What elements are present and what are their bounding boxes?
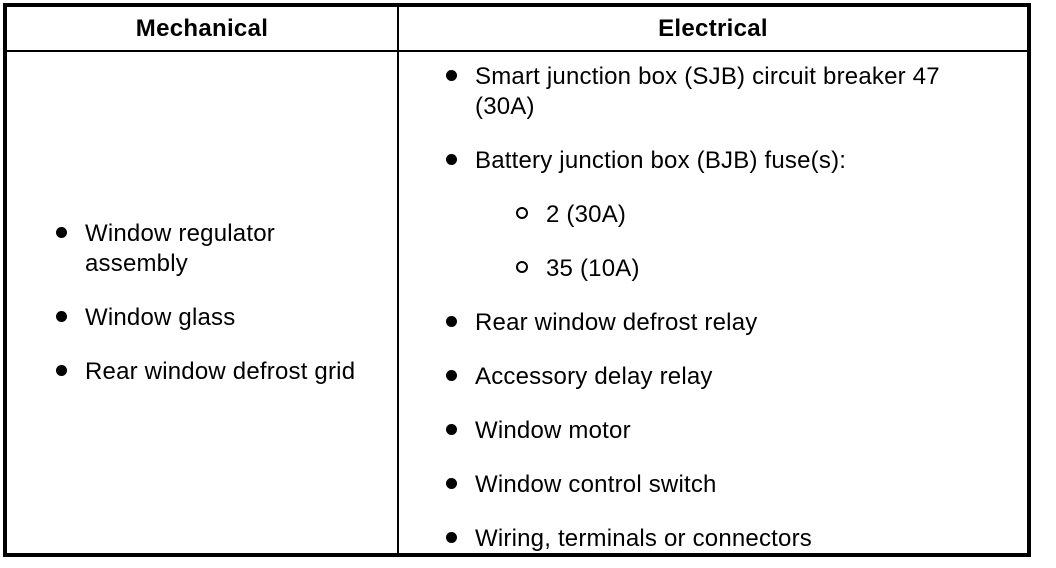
column-header-electrical: Electrical xyxy=(658,15,768,42)
list-subitem-fuse-35: 35 (10A) xyxy=(399,254,1027,284)
list-item-accessory-delay-relay: Accessory delay relay xyxy=(399,362,1027,392)
list-item-label: Smart junction box (SJB) circuit breaker… xyxy=(475,63,940,120)
list-item-label: 2 (30A) xyxy=(546,201,627,228)
list-item-label: Accessory delay relay xyxy=(475,363,713,390)
filled-bullet-icon xyxy=(446,316,457,327)
filled-bullet-icon xyxy=(446,478,457,489)
list-item-wiring-terminals-connectors: Wiring, terminals or connectors xyxy=(399,524,1027,554)
list-item-window-control-switch: Window control switch xyxy=(399,470,1027,500)
filled-bullet-icon xyxy=(446,154,457,165)
list-item-label: Battery junction box (BJB) fuse(s): xyxy=(475,147,847,174)
list-item-bjb-fuses: Battery junction box (BJB) fuse(s): xyxy=(399,146,1027,176)
list-item-rear-window-defrost-relay: Rear window defrost relay xyxy=(399,308,1027,338)
table-body-row: Window regulator assembly Window glass R… xyxy=(7,52,1027,554)
list-item-label: Rear window defrost relay xyxy=(475,309,758,336)
list-item-label: Wiring, terminals or connectors xyxy=(475,525,812,552)
list-item-window-regulator-assembly: Window regulator assembly xyxy=(7,219,397,279)
filled-bullet-icon xyxy=(446,70,457,81)
list-item-label: Window motor xyxy=(475,417,631,444)
list-item-window-motor: Window motor xyxy=(399,416,1027,446)
list-subitem-fuse-2: 2 (30A) xyxy=(399,200,1027,230)
electrical-cell: Smart junction box (SJB) circuit breaker… xyxy=(399,52,1027,554)
column-header-mechanical: Mechanical xyxy=(7,7,399,50)
table-header-row: Mechanical Electrical xyxy=(7,7,1027,52)
list-item-sjb-circuit-breaker: Smart junction box (SJB) circuit breaker… xyxy=(399,62,1027,122)
filled-bullet-icon xyxy=(446,370,457,381)
mechanical-cell: Window regulator assembly Window glass R… xyxy=(7,52,399,554)
list-item-label: Window regulator assembly xyxy=(85,220,275,277)
filled-bullet-icon xyxy=(56,365,67,376)
list-item-rear-window-defrost-grid: Rear window defrost grid xyxy=(7,357,397,387)
list-item-label: Rear window defrost grid xyxy=(85,358,356,385)
list-item-label: 35 (10A) xyxy=(546,255,640,282)
filled-bullet-icon xyxy=(56,227,67,238)
open-circle-bullet-icon xyxy=(516,261,528,273)
open-circle-bullet-icon xyxy=(516,207,528,219)
component-table: Mechanical Electrical Window regulator a… xyxy=(3,3,1031,557)
filled-bullet-icon xyxy=(446,532,457,543)
filled-bullet-icon xyxy=(56,311,67,322)
filled-bullet-icon xyxy=(446,424,457,435)
list-item-label: Window control switch xyxy=(475,471,717,498)
list-item-label: Window glass xyxy=(85,304,236,331)
list-item-window-glass: Window glass xyxy=(7,303,397,333)
